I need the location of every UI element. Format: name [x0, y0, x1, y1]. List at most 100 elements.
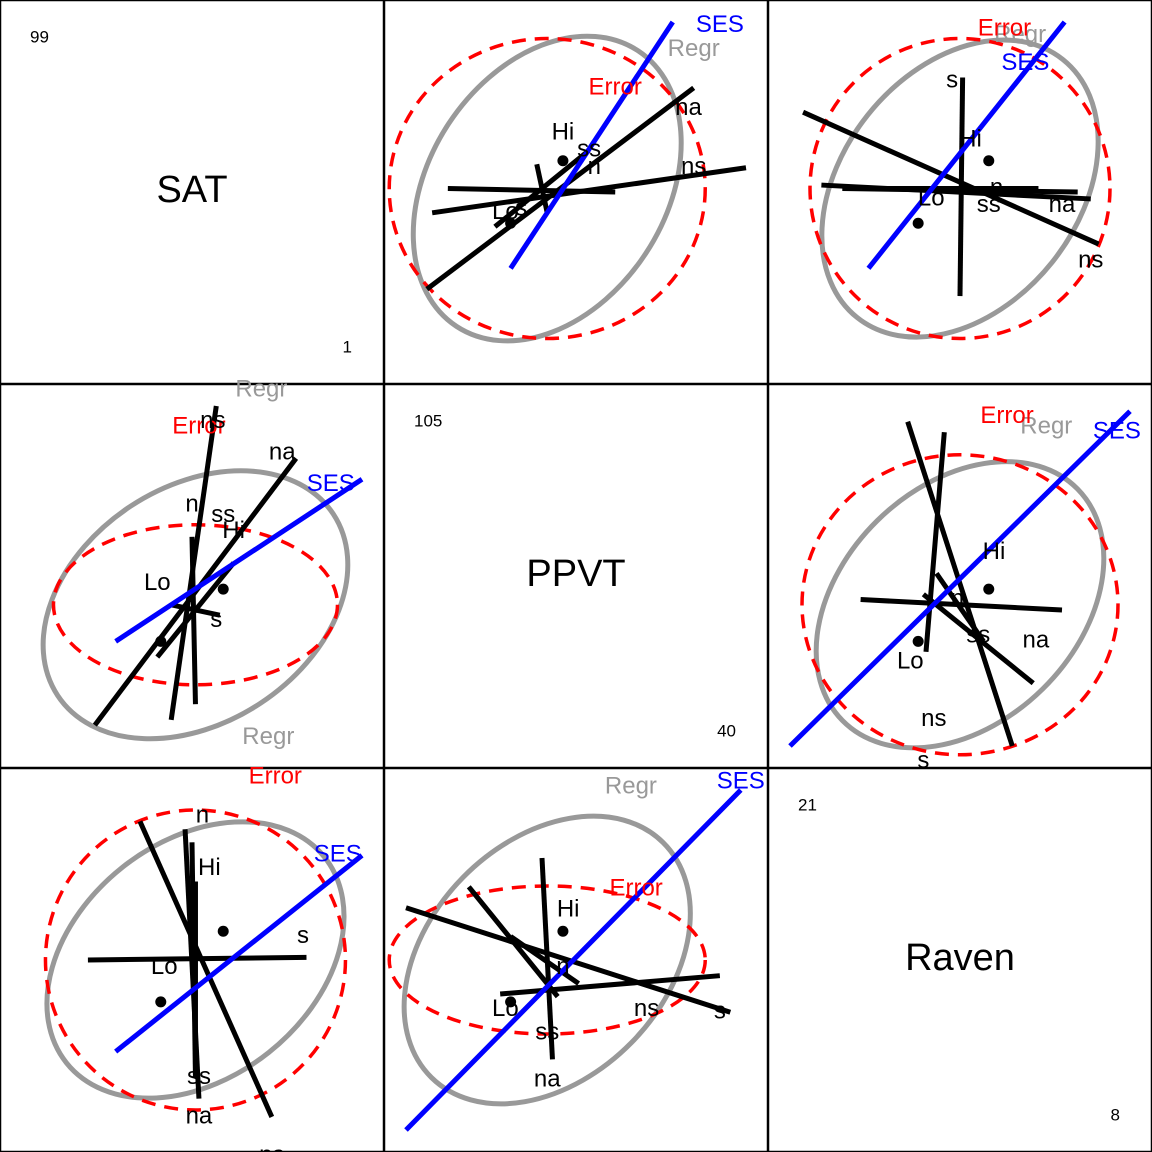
predictor-line-ns: [905, 420, 1015, 747]
error-ellipse: [43, 808, 348, 1112]
predictor-line-na: [860, 597, 1063, 613]
panel-frame: [0, 0, 385, 385]
predictor-line-ss: [466, 885, 560, 999]
label-s: s: [946, 66, 958, 93]
range-min-label: 8: [1111, 1105, 1120, 1124]
panel-plot-area: [40, 405, 364, 742]
group-mean-hi: [557, 925, 569, 937]
predictor-line-s: [499, 973, 721, 997]
error-ellipse: [387, 36, 707, 341]
label-s: s: [714, 998, 726, 1025]
error-ellipse: [808, 36, 1112, 341]
group-mean-lo: [505, 996, 517, 1008]
ses-line: [114, 853, 364, 1054]
group-mean-lo: [155, 635, 167, 647]
label-ses: SES: [717, 767, 765, 794]
panel-frame: [0, 383, 385, 769]
label-ss: ss: [187, 1063, 211, 1090]
panel-frame: [383, 0, 769, 385]
label-s: s: [297, 922, 309, 949]
panel-frame: [383, 383, 769, 769]
label-na: na: [1022, 627, 1049, 654]
error-ellipse: [51, 523, 340, 687]
regression-ellipse: [40, 468, 351, 742]
group-mean-hi: [983, 583, 995, 595]
group-mean-lo: [912, 635, 924, 647]
range-max-label: 105: [414, 411, 442, 430]
predictor-line-ns: [802, 109, 1100, 247]
predictor-line-ns: [168, 405, 219, 721]
group-mean-hi: [983, 155, 995, 167]
label-ses: SES: [696, 11, 744, 38]
label-error: Error: [978, 14, 1031, 41]
label-ss: ss: [535, 1019, 559, 1046]
label-lo: Lo: [144, 569, 171, 596]
label-lo: Lo: [151, 953, 178, 980]
panel-plot-area: [43, 808, 364, 1118]
ses-line: [404, 788, 743, 1132]
label-lo: Lo: [492, 995, 519, 1022]
label-ss: ss: [966, 621, 990, 648]
label-lo: Lo: [492, 198, 519, 225]
ses-line: [508, 20, 675, 270]
label-ns: ns: [259, 1141, 284, 1152]
group-mean-hi: [217, 583, 229, 595]
ses-line: [114, 477, 364, 644]
label-ns: ns: [681, 153, 706, 180]
label-hi: Hi: [552, 118, 575, 145]
label-ses: SES: [307, 470, 355, 497]
panel-plot-area: [387, 20, 747, 344]
label-n: n: [588, 153, 601, 180]
label-ns: ns: [200, 407, 225, 434]
range-max-label: 99: [30, 27, 49, 46]
label-na: na: [1049, 191, 1076, 218]
regression-ellipse: [44, 819, 347, 1101]
label-na: na: [186, 1102, 213, 1129]
label-error: Error: [609, 875, 662, 902]
predictor-line-ns: [405, 905, 732, 1015]
label-ses: SES: [1001, 49, 1049, 76]
panel-plot-area: [802, 20, 1112, 341]
regression-ellipse: [813, 459, 1107, 751]
label-na: na: [534, 1066, 561, 1093]
error-ellipse: [387, 884, 707, 1036]
label-ss: ss: [211, 501, 235, 528]
label-ns: ns: [634, 995, 659, 1022]
predictor-line-ns: [431, 165, 747, 216]
label-hi: Hi: [198, 854, 221, 881]
label-lo: Lo: [918, 184, 945, 211]
panel-plot-area: [387, 788, 743, 1132]
label-n: n: [951, 585, 964, 612]
label-n: n: [990, 174, 1003, 201]
group-mean-hi: [557, 155, 569, 167]
label-ns: ns: [921, 705, 946, 732]
label-regr: Regr: [605, 773, 657, 800]
label-regr: Regr: [235, 376, 287, 403]
label-hi: Hi: [959, 125, 982, 152]
label-regr: Regr: [1020, 412, 1072, 439]
predictor-line-ss: [921, 592, 1035, 686]
label-ses: SES: [314, 841, 362, 868]
predictor-line-na: [539, 857, 555, 1060]
error-ellipse: [800, 453, 1120, 757]
range-max-label: 21: [798, 795, 817, 814]
label-s: s: [210, 606, 222, 633]
regression-ellipse: [819, 37, 1101, 340]
group-mean-lo: [912, 217, 924, 229]
label-na: na: [675, 94, 702, 121]
label-n: n: [196, 801, 209, 828]
label-hi: Hi: [222, 517, 245, 544]
variable-name: PPVT: [526, 553, 625, 595]
label-ss: ss: [577, 136, 601, 163]
regression-ellipse: [401, 813, 693, 1107]
label-s: s: [917, 747, 929, 774]
variable-name: Raven: [905, 937, 1015, 979]
group-mean-lo: [505, 217, 517, 229]
group-mean-lo: [155, 996, 167, 1008]
